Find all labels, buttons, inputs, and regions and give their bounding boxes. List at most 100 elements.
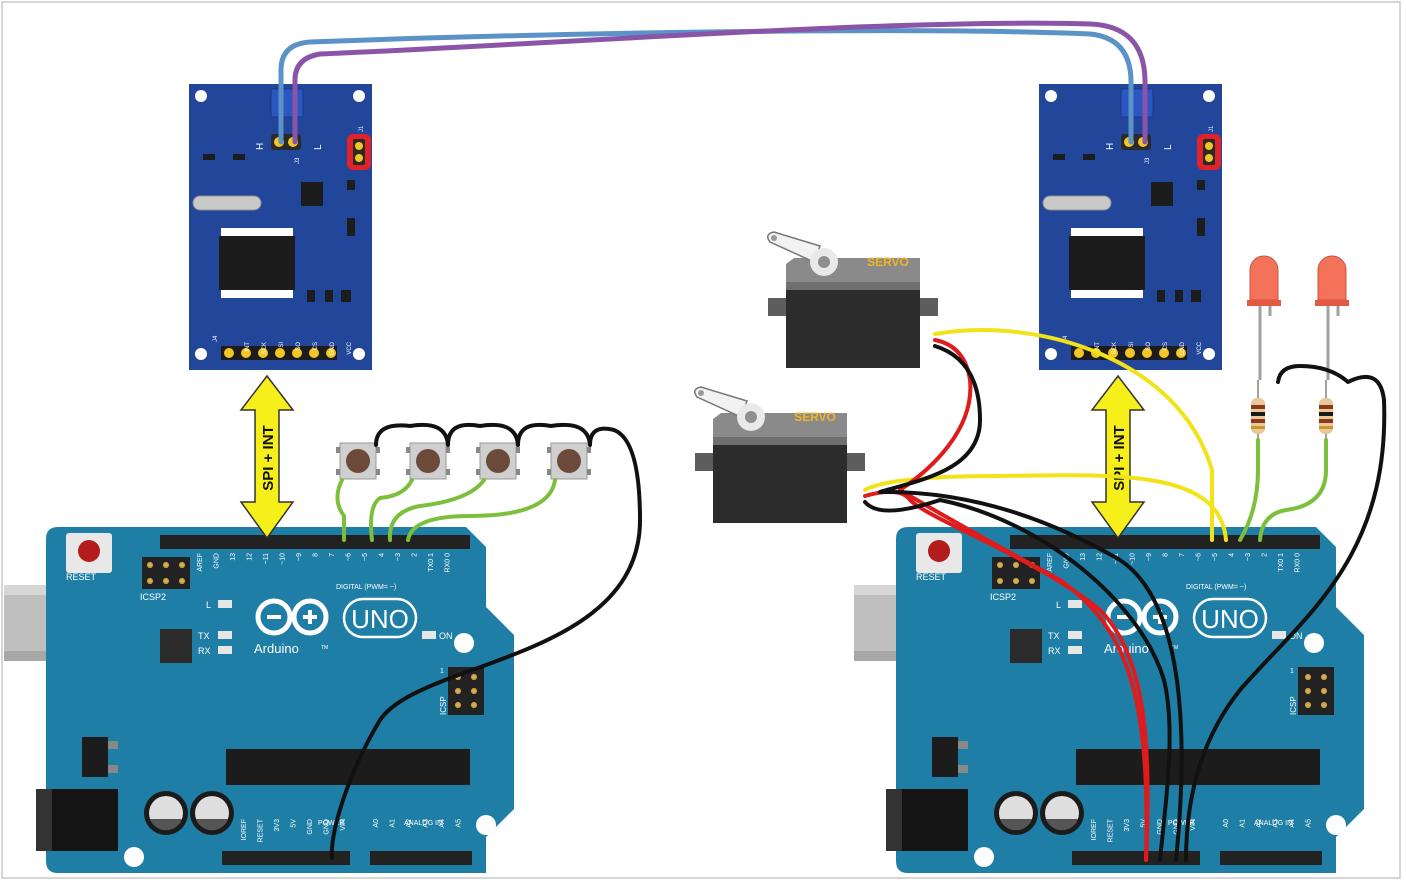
reset-label: RESET — [916, 572, 947, 582]
can-pin-label: SI — [279, 342, 285, 348]
pushbutton-2[interactable] — [405, 442, 451, 480]
rx-label: RX — [1048, 646, 1061, 656]
on-label: ON — [439, 631, 453, 641]
led-1 — [1247, 255, 1281, 380]
digital-pin-label: ~5 — [362, 553, 369, 561]
servo-label: SERVO — [867, 255, 909, 269]
digital-pin-label: RX0 0 — [445, 553, 452, 573]
can-pin-label: GND — [330, 341, 336, 355]
can-j4-label: J4 — [213, 335, 219, 342]
power-label: POWER — [318, 820, 344, 827]
digital-pin-label: 4 — [1229, 553, 1236, 557]
pushbutton-4[interactable] — [546, 442, 592, 480]
button-ground-wire — [329, 422, 642, 860]
digital-pin-label: ~3 — [1245, 553, 1252, 561]
led-wire-2 — [1258, 438, 1328, 542]
digital-pin-label: 7 — [329, 553, 336, 557]
digital-pin-label: ~6 — [1196, 553, 1203, 561]
digital-pin-label: ~9 — [296, 553, 303, 561]
tx-label: TX — [198, 631, 210, 641]
analog-pin-label: A2 — [406, 819, 413, 828]
l-label: L — [1056, 600, 1061, 610]
servo-bottom-ground — [863, 498, 1172, 862]
digital-pin-label: 8 — [1163, 553, 1170, 557]
spi-arrow-right: SPI + INT — [1090, 374, 1146, 540]
spi-label: SPI + INT — [1111, 425, 1128, 490]
digital-pin-label: GND — [1064, 553, 1071, 569]
wires — [278, 20, 1387, 862]
rx-label: RX — [198, 646, 211, 656]
can-l-label: L — [1163, 144, 1174, 150]
can-h-label: H — [1105, 143, 1116, 150]
servo-top-ground — [878, 344, 1184, 862]
digital-pin-label: AREF — [1047, 553, 1054, 572]
digital-pin-label: 12 — [247, 553, 254, 561]
analog-pin-label: A3 — [423, 819, 430, 828]
button-wire-4 — [406, 478, 557, 542]
uno-label: UNO — [1201, 604, 1259, 634]
servo-bottom: SERVO — [694, 386, 866, 524]
button-wire-2 — [369, 478, 414, 542]
power-pin-label: VIN — [1190, 819, 1197, 831]
pushbutton-3[interactable] — [475, 442, 521, 480]
led-wire-1 — [1238, 438, 1260, 542]
on-label: ON — [1289, 631, 1303, 641]
can-pin-label: CS — [313, 342, 319, 350]
button-wire-1 — [335, 478, 346, 542]
icsp2-label: ICSP2 — [140, 592, 166, 602]
digital-pin-label: 13 — [230, 553, 237, 561]
servo-bottom-power — [863, 489, 1150, 862]
analog-pin-label: A3 — [1273, 819, 1280, 828]
analog-pin-label: A1 — [1240, 819, 1247, 828]
power-pin-label: 5V — [291, 819, 298, 828]
digital-pin-label: TX0 1 — [1278, 553, 1285, 572]
digital-pin-label: RX0 0 — [1295, 553, 1302, 573]
can-j3-label: J3 — [295, 157, 301, 164]
can-j3-label: J3 — [1145, 157, 1151, 164]
can-l-label: L — [313, 144, 324, 150]
can-pin-label: GND — [1180, 341, 1186, 355]
digital-pin-label: 13 — [1080, 553, 1087, 561]
reset-label: RESET — [66, 572, 97, 582]
icsp-label: ICSP — [439, 696, 448, 715]
analog-pin-label: A0 — [1223, 819, 1230, 828]
servo-bottom-signal — [863, 473, 1228, 542]
can-pin-label: INT — [1095, 342, 1101, 352]
digital-pin-label: ~11 — [263, 553, 270, 564]
can-pin-label: SCK — [1112, 342, 1118, 354]
servo-top-power — [898, 338, 1149, 862]
can-pin-label: INT — [245, 342, 251, 352]
led-2 — [1315, 255, 1349, 380]
power-pin-label: IOREF — [1091, 819, 1098, 840]
digital-pin-label: ~10 — [1130, 553, 1137, 565]
power-pin-label: 3V3 — [1124, 819, 1131, 832]
power-pin-label: GND — [324, 819, 331, 835]
can-pin-label: SO — [296, 342, 302, 351]
button-wire-3 — [387, 478, 486, 542]
digital-pin-label: ~9 — [1146, 553, 1153, 561]
power-pin-label: 3V3 — [274, 819, 281, 832]
tm-label: TM — [1171, 645, 1178, 651]
can-h-label: H — [255, 143, 266, 150]
can-pin-label: SO — [1146, 342, 1152, 351]
digital-pin-label: ~10 — [280, 553, 287, 565]
analog-pin-label: A1 — [390, 819, 397, 828]
analog-label: ANALOG IN — [404, 820, 442, 827]
icsp-label: ICSP — [1289, 696, 1298, 715]
can-pin-label: SI — [1129, 342, 1135, 348]
icsp2-label: ICSP2 — [990, 592, 1016, 602]
l-label: L — [206, 600, 211, 610]
digital-pin-label: ~3 — [395, 553, 402, 561]
analog-pin-label: A4 — [439, 819, 446, 828]
power-label: POWER — [1168, 820, 1194, 827]
arduino-brand: Arduino — [254, 641, 299, 656]
digital-label: DIGITAL (PWM= ~) — [1186, 584, 1246, 591]
pushbutton-1[interactable] — [335, 442, 381, 480]
